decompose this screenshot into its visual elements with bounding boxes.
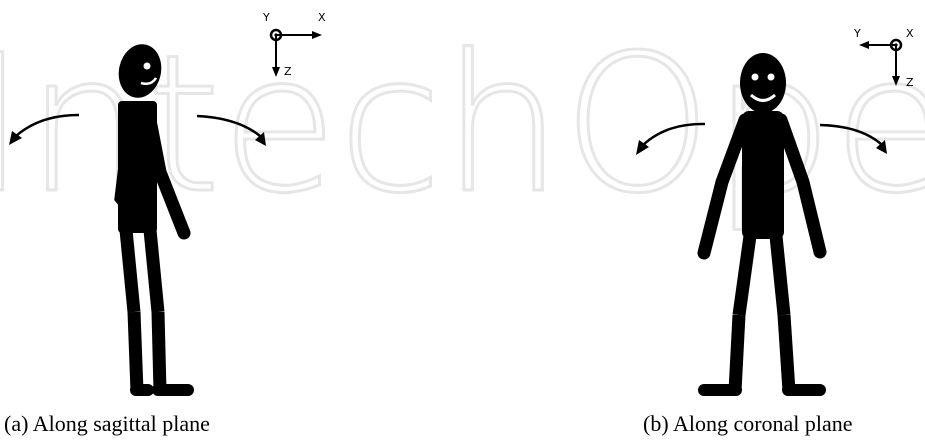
panel-a-foot — [130, 384, 154, 396]
panel-b-foot-left — [698, 384, 742, 396]
panel-a-swing-arrow-left — [9, 113, 80, 145]
panel-b-coronal: Y X Z — [636, 27, 914, 396]
caption-b: (b) Along coronal plane — [643, 411, 853, 436]
panel-a-sagittal: Y X Z — [9, 11, 326, 396]
panel-a-arm — [114, 105, 191, 240]
panel-a-axis-frame: Y X Z — [262, 11, 326, 78]
panel-b-head — [740, 53, 786, 113]
panel-b-x-axis-label: X — [906, 27, 914, 40]
panel-a-stick-figure-side-view — [114, 44, 194, 396]
panel-b-swing-arrow-right — [819, 123, 887, 154]
panel-b-legs — [728, 235, 796, 392]
panel-b-eye-left — [751, 73, 759, 81]
panel-b-y-axis-label: Y — [853, 27, 861, 40]
panel-a-y-axis-label: Y — [262, 11, 270, 24]
panel-b-foot-right — [782, 384, 826, 396]
panel-b-torso — [742, 111, 784, 239]
panel-b-eye-right — [767, 73, 775, 81]
panel-b-stick-figure-front-view — [697, 53, 827, 396]
panel-a-swing-arrow-right — [196, 114, 266, 146]
panel-b-smile — [749, 93, 777, 102]
panel-b-swing-arrow-left — [636, 122, 706, 155]
panel-a-z-axis-label: Z — [284, 65, 292, 78]
panel-a-smile — [140, 77, 158, 86]
panel-a-head — [118, 44, 162, 98]
caption-a: (a) Along sagittal plane — [4, 411, 210, 436]
panel-a-eye — [143, 62, 151, 70]
panel-a-leg — [119, 229, 167, 392]
panel-a-x-axis-label: X — [318, 11, 326, 24]
panel-a-foot — [152, 384, 194, 396]
panel-b-axis-frame: Y X Z — [853, 27, 914, 89]
panel-b-z-axis-label: Z — [906, 76, 914, 89]
panel-b-arms — [697, 113, 827, 260]
